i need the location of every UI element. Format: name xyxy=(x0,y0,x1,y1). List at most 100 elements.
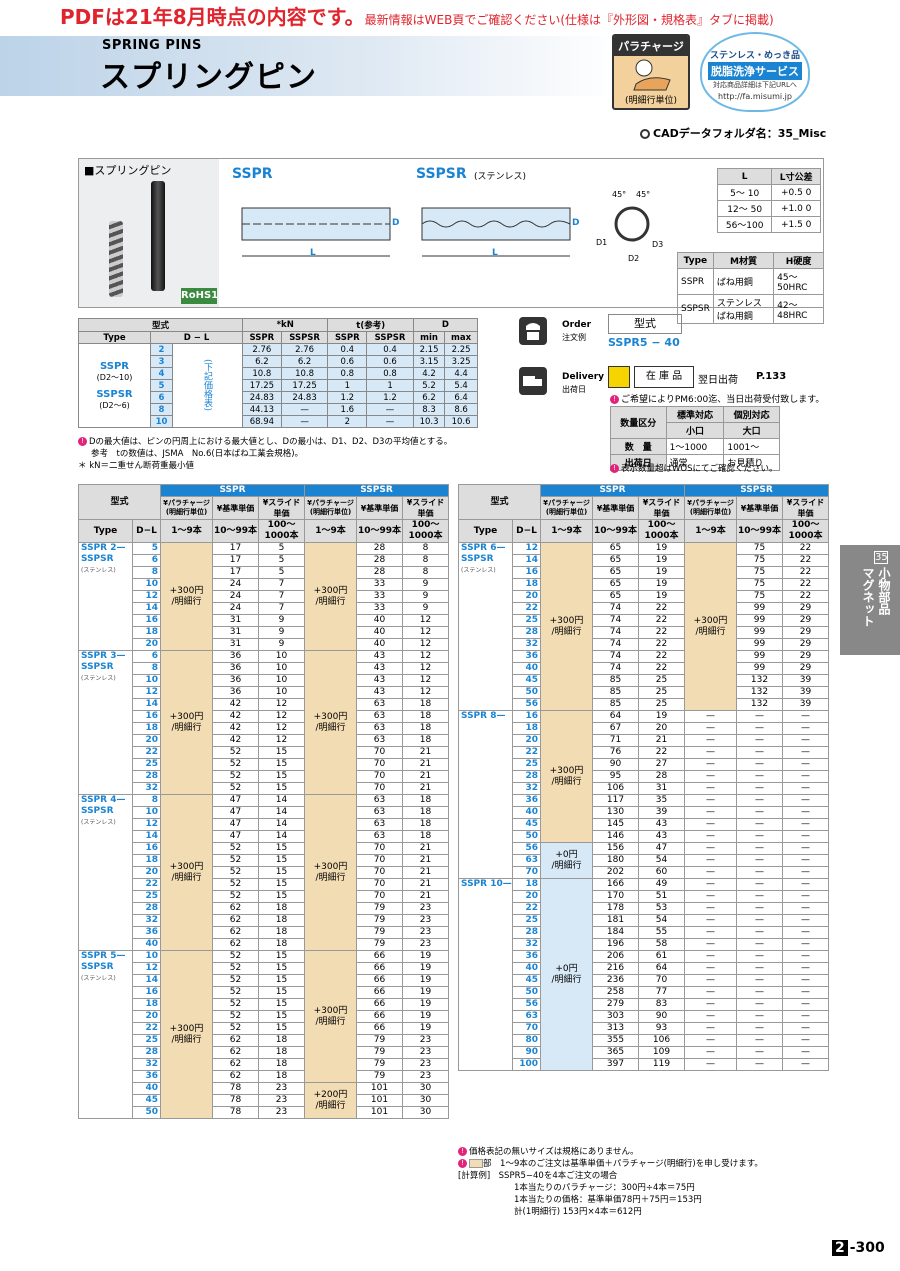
cleaning-title: 脱脂洗浄サービス xyxy=(708,62,802,80)
price-slide: 22 xyxy=(782,542,830,555)
price-std: 216 xyxy=(592,962,640,975)
price-l: 8 xyxy=(131,566,162,579)
price-std: 63 xyxy=(356,818,404,831)
dt-cell: 1〜1000 xyxy=(665,438,725,455)
cell: ¥パラチャージ(明細行単位) xyxy=(160,496,214,520)
price-std: 101 xyxy=(356,1082,404,1095)
price-slide: 21 xyxy=(402,758,450,771)
price-std: 28 xyxy=(356,542,404,555)
price-std: 52 xyxy=(212,758,260,771)
price-slide: 18 xyxy=(402,722,450,735)
price-slide: — xyxy=(782,1058,830,1071)
price-slide: 15 xyxy=(258,950,306,963)
foot-line: 部 xyxy=(483,1159,492,1169)
spec-cell: 5.2 xyxy=(412,379,446,392)
cell: SSPSR xyxy=(684,484,830,497)
price-std: 66 xyxy=(356,1010,404,1023)
cleaning-url[interactable]: http://fa.misumi.jp xyxy=(718,92,792,101)
price-std: 42 xyxy=(212,734,260,747)
price-slide: 39 xyxy=(782,698,830,711)
price-std: 64 xyxy=(592,710,640,723)
price-type-cell: SSPR 8— xyxy=(458,710,513,879)
price-type-cell: SSPR 4—SSPSR(ステンレス) xyxy=(78,794,133,951)
price-std: 66 xyxy=(356,986,404,999)
price-std: 74 xyxy=(592,602,640,615)
price-slide: 25 xyxy=(638,686,686,699)
cell: 1〜9本 xyxy=(160,519,214,543)
para-dash: — xyxy=(684,818,738,831)
price-slide: 25 xyxy=(638,674,686,687)
price-slide: 23 xyxy=(402,926,450,939)
cell: ¥スライド単価 xyxy=(258,496,306,520)
spec-cell: 2.25 xyxy=(444,343,478,356)
price-l: 18 xyxy=(131,854,162,867)
spec-cell: 2 xyxy=(327,415,368,428)
price-slide: 12 xyxy=(258,698,306,711)
price-std: 79 xyxy=(356,1046,404,1059)
price-std: 178 xyxy=(592,902,640,915)
price-slide: — xyxy=(782,938,830,951)
price-std: — xyxy=(736,854,784,867)
price-slide: 22 xyxy=(638,638,686,651)
price-std: 52 xyxy=(212,1022,260,1035)
price-std: 130 xyxy=(592,806,640,819)
price-slide: — xyxy=(782,734,830,747)
para-dash: — xyxy=(684,854,738,867)
price-std: 31 xyxy=(212,626,260,639)
price-slide: 5 xyxy=(258,542,306,555)
pin-drawing xyxy=(241,206,650,257)
phone-icon xyxy=(519,317,547,345)
price-l: 32 xyxy=(131,1058,162,1071)
price-slide: — xyxy=(782,818,830,831)
price-l: 22 xyxy=(131,878,162,891)
para-dash: — xyxy=(684,998,738,1011)
dim-d-sspr: D xyxy=(392,218,400,228)
price-slide: 15 xyxy=(258,998,306,1011)
spec-cell: 0.4 xyxy=(366,343,414,356)
para-dash: — xyxy=(684,782,738,795)
order-model-heading: 型式 xyxy=(608,314,682,334)
para-dash: — xyxy=(684,1058,738,1071)
price-slide: 28 xyxy=(638,770,686,783)
para-dash: — xyxy=(684,950,738,963)
price-l: 12 xyxy=(511,542,542,555)
price-std: 63 xyxy=(356,806,404,819)
cell: 1〜9本 xyxy=(540,519,594,543)
price-std: — xyxy=(736,986,784,999)
price-std: — xyxy=(736,938,784,951)
price-l: 22 xyxy=(511,746,542,759)
price-std: 52 xyxy=(212,746,260,759)
price-slide: 12 xyxy=(258,710,306,723)
page-ref-link[interactable]: P.133 xyxy=(756,371,787,382)
price-l: 22 xyxy=(131,1022,162,1035)
price-slide: 21 xyxy=(402,866,450,879)
price-slide: — xyxy=(782,842,830,855)
price-std: 33 xyxy=(356,590,404,603)
price-l: 50 xyxy=(511,686,542,699)
price-l: 16 xyxy=(511,710,542,723)
spec-cell: 1 xyxy=(366,379,414,392)
price-std: 65 xyxy=(592,554,640,567)
price-std: 65 xyxy=(592,578,640,591)
price-l: 18 xyxy=(131,722,162,735)
price-std: 146 xyxy=(592,830,640,843)
price-slide: 29 xyxy=(782,650,830,663)
price-slide: 30 xyxy=(402,1082,450,1095)
page-number: 2-300 xyxy=(832,1240,885,1256)
spec-cell: 17.25 xyxy=(280,379,329,392)
price-std: 17 xyxy=(212,566,260,579)
cell: 型式 xyxy=(457,484,542,520)
cell: SSPR xyxy=(540,484,686,497)
price-slide: 22 xyxy=(782,590,830,603)
price-std: 70 xyxy=(356,782,404,795)
price-l: 40 xyxy=(511,806,542,819)
cell: 10〜99本 xyxy=(592,519,640,543)
price-l: 56 xyxy=(511,842,542,855)
spec-cell: 1 xyxy=(327,379,368,392)
price-slide: 5 xyxy=(258,566,306,579)
price-std: 258 xyxy=(592,986,640,999)
price-slide: 77 xyxy=(638,986,686,999)
category-tab[interactable]: 35 小物部品 マグネット xyxy=(840,545,900,655)
para-dash: — xyxy=(684,842,738,855)
price-std: 166 xyxy=(592,878,640,891)
